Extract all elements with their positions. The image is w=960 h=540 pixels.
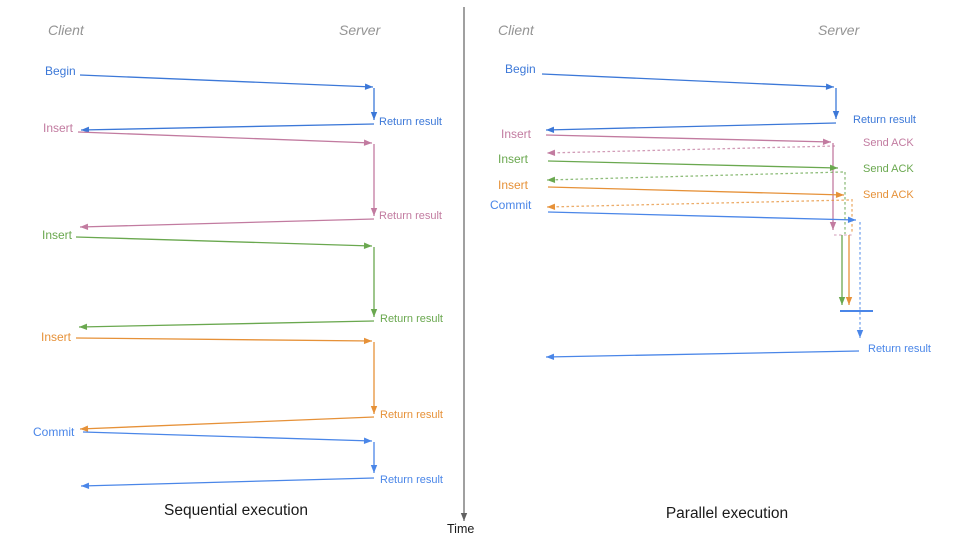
- response-arrow-head: [80, 425, 89, 432]
- server-processing-line-head: [370, 465, 378, 473]
- time-label: Time: [447, 522, 475, 536]
- response-arrow-head: [81, 482, 90, 489]
- response-arrow-head: [80, 223, 89, 230]
- response-arrow: [545, 350, 860, 358]
- request-arrow: [77, 131, 373, 144]
- op-label-insert-left: Insert: [43, 121, 74, 135]
- server-processing-line-head: [838, 297, 846, 305]
- op-label-begin-right: Begin: [505, 62, 536, 76]
- server-processing-line-head: [845, 297, 853, 305]
- op-label-insert-right-2: Insert: [498, 152, 529, 166]
- request-arrow-head: [847, 216, 856, 223]
- op-label-commit-left: Commit: [33, 425, 75, 439]
- server-processing-line-head: [829, 222, 837, 230]
- op-label-insert-right-3: Insert: [498, 178, 529, 192]
- server-processing-line-head: [370, 406, 378, 414]
- request-arrow-head: [364, 83, 373, 90]
- request-arrow: [547, 186, 845, 196]
- request-arrow: [545, 134, 832, 143]
- response-arrow: [545, 122, 837, 131]
- request-arrow-head: [822, 138, 831, 146]
- response-arrow-head: [81, 126, 90, 134]
- server-processing-line-head: [832, 111, 840, 119]
- send-ack-label-2: Send ACK: [863, 163, 914, 175]
- response-arrow-head: [546, 353, 555, 361]
- request-arrow: [79, 74, 374, 88]
- response-arrow-head: [546, 126, 555, 134]
- request-arrow: [547, 160, 839, 169]
- return-result-label-right-bottom: Return result: [868, 343, 931, 355]
- response-arrow-head: [79, 323, 88, 331]
- response-arrow: [80, 477, 375, 487]
- ack-arrow-dashed: [546, 145, 836, 154]
- request-arrow-head: [363, 139, 372, 146]
- ack-arrow-dashed-head: [547, 149, 556, 157]
- op-label-begin-left: Begin: [45, 64, 76, 78]
- ack-arrow-dashed: [546, 171, 844, 181]
- client-header-left: Client: [48, 22, 84, 38]
- request-arrow-head: [825, 83, 834, 90]
- ack-arrow-dashed-head: [547, 176, 556, 183]
- request-arrow: [75, 337, 373, 342]
- op-label-insert-right-1: Insert: [501, 127, 532, 141]
- commit-wait-line-dashed-head: [856, 330, 864, 338]
- response-arrow: [79, 416, 375, 430]
- request-arrow: [75, 236, 373, 247]
- client-header-right: Client: [498, 22, 534, 38]
- response-arrow: [80, 123, 375, 131]
- server-processing-line-head: [370, 309, 378, 317]
- op-label-insert-left: Insert: [41, 330, 72, 344]
- request-arrow: [82, 431, 373, 442]
- server-processing-line-head: [370, 112, 378, 120]
- request-arrow-head: [363, 337, 372, 345]
- return-result-label-left-2: Return result: [380, 313, 443, 325]
- return-result-label-left-3: Return result: [380, 409, 443, 421]
- request-arrow-head: [363, 242, 372, 249]
- op-label-commit-right: Commit: [490, 198, 532, 212]
- request-arrow-head: [363, 437, 372, 444]
- request-arrow: [541, 73, 835, 88]
- time-axis-head: [460, 513, 468, 521]
- server-header-right: Server: [818, 22, 860, 38]
- panel-title-parallel: Parallel execution: [665, 505, 789, 522]
- send-ack-label-1: Send ACK: [863, 137, 914, 149]
- request-arrow-head: [835, 191, 844, 198]
- send-ack-label-3: Send ACK: [863, 189, 914, 201]
- response-arrow: [78, 320, 375, 328]
- return-result-label-left-4: Return result: [380, 474, 443, 486]
- panel-title-sequential: Sequential execution: [164, 502, 308, 519]
- return-result-label-left-1: Return result: [379, 210, 442, 222]
- return-result-label-left-0: Return result: [379, 116, 442, 128]
- op-label-insert-left: Insert: [42, 228, 73, 242]
- response-arrow: [79, 218, 375, 228]
- request-arrow: [547, 211, 857, 221]
- return-result-label-right-top: Return result: [853, 114, 916, 126]
- ack-arrow-dashed-head: [547, 203, 556, 211]
- server-header-left: Server: [339, 22, 381, 38]
- ack-arrow-dashed: [546, 199, 850, 208]
- server-processing-line-head: [370, 208, 378, 216]
- request-arrow-head: [829, 164, 838, 172]
